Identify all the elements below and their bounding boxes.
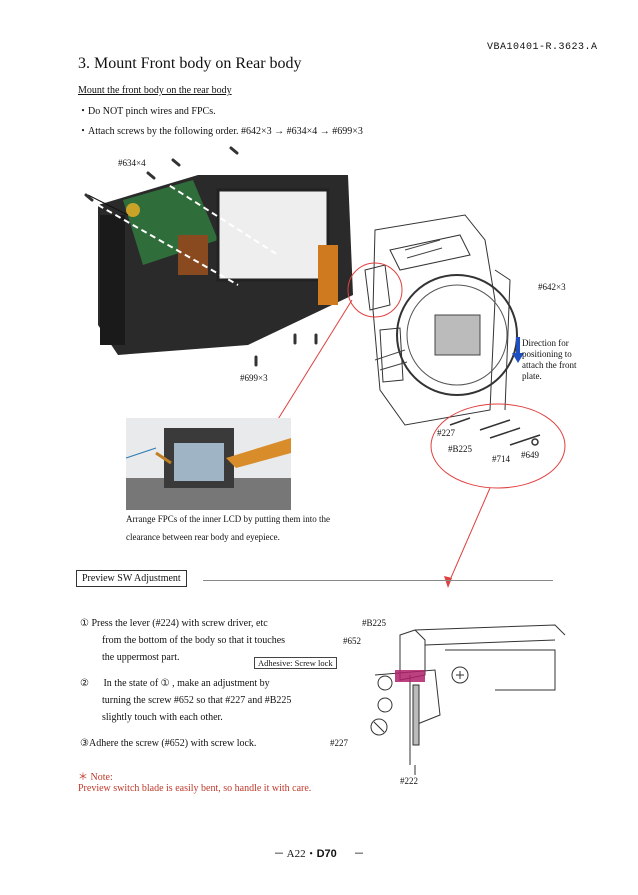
bullet-screw-order: ・Attach screws by the following order. #…: [78, 126, 363, 137]
step-1-line2: from the bottom of the body so that it t…: [102, 635, 286, 646]
step-2-line2: turning the screw #652 so that #227 and …: [102, 695, 292, 706]
step-1-line1: Press the lever (#224) with screw driver…: [91, 618, 268, 629]
fpc-photo: [126, 418, 291, 510]
page-footer: － A22・D70 －: [0, 845, 638, 861]
bullet-no-pinch: ・Do NOT pinch wires and FPCs.: [78, 106, 216, 117]
label-642: #642×3: [538, 282, 566, 292]
rear-body-photo: [78, 145, 368, 375]
step-2-line1: In the state of ① , make an adjustment b…: [103, 678, 270, 689]
note-title: ＊ Note:: [78, 772, 113, 783]
section-title: 3. Mount Front body on Rear body: [78, 55, 302, 72]
diagram-label-b225: #B225: [362, 618, 387, 628]
note-body: Preview switch blade is easily bent, so …: [78, 783, 312, 794]
direction-arrow-icon: [512, 337, 524, 363]
mechanism-diagram: [370, 624, 566, 775]
step-1-number: ①: [80, 618, 89, 629]
step-3: ③Adhere the screw (#652) with screw lock…: [80, 735, 256, 752]
subtitle: Mount the front body on the rear body: [78, 85, 232, 96]
label-227: #227: [437, 428, 455, 438]
adhesive-label: Adhesive: Screw lock: [254, 657, 337, 669]
step-2-line3: slightly touch with each other.: [102, 712, 223, 723]
fpc-note-line1: Arrange FPCs of the inner LCD by putting…: [126, 514, 330, 524]
label-714: #714: [492, 454, 510, 464]
step-2-number: ②: [80, 678, 89, 689]
step-1: ① Press the lever (#224) with screw driv…: [80, 615, 285, 666]
diagram-label-652: #652: [343, 636, 361, 646]
footer-suffix: －: [353, 848, 365, 860]
diagram-label-222: #222: [400, 776, 418, 786]
footer-prefix: － A22・: [273, 848, 317, 860]
front-body-drawing: [364, 214, 518, 426]
preview-heading: Preview SW Adjustment: [76, 570, 187, 587]
label-634: #634×4: [118, 158, 146, 168]
diagram-label-227: #227: [330, 738, 348, 748]
fpc-note-line2: clearance between rear body and eyepiece…: [126, 532, 280, 542]
document-id: VBA10401-R.3623.A: [487, 42, 598, 53]
label-b225: #B225: [448, 444, 473, 454]
label-699: #699×3: [240, 373, 268, 383]
callout-parts-drawing: [449, 417, 541, 446]
label-649: #649: [521, 450, 539, 460]
step-2: ② In the state of ① , make an adjustment…: [80, 675, 291, 726]
footer-logo: D70: [316, 848, 337, 860]
step-3-line1: Adhere the screw (#652) with screw lock.: [88, 738, 257, 749]
heading-rule: [203, 580, 553, 581]
direction-note: Direction for positioning to attach the …: [522, 338, 577, 381]
step-3-number: ③: [80, 738, 89, 749]
step-1-line3: the uppermost part.: [102, 652, 180, 663]
